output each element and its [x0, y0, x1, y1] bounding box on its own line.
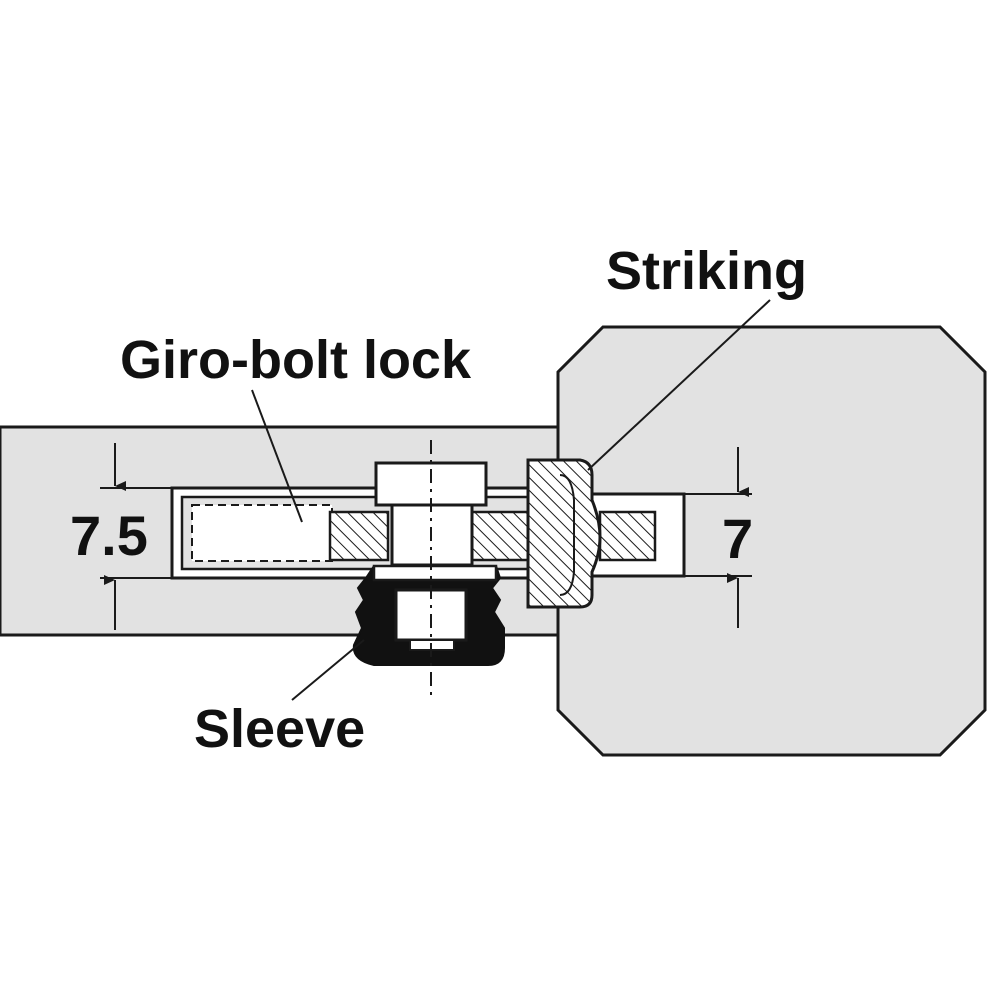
lock-hatch-left: [328, 510, 390, 562]
label-sleeve: Sleeve: [194, 699, 365, 759]
leader-giro-bolt-lock: [251, 389, 303, 523]
leader-sleeve: [291, 639, 365, 701]
leader-striking: [587, 299, 771, 471]
label-giro-bolt-lock: Giro-bolt lock: [120, 330, 472, 390]
lock-hatch-right: [468, 510, 534, 562]
striking-plate-groove: [559, 474, 575, 596]
lock-mechanism-outline: [191, 504, 333, 562]
strike-pocket-hatch: [598, 510, 657, 562]
dimension-left: 7.5: [70, 504, 148, 567]
dimension-right: 7: [722, 507, 753, 570]
label-striking: Striking: [606, 241, 807, 301]
striking-plate: [526, 458, 602, 609]
sleeve-base: [372, 564, 498, 582]
